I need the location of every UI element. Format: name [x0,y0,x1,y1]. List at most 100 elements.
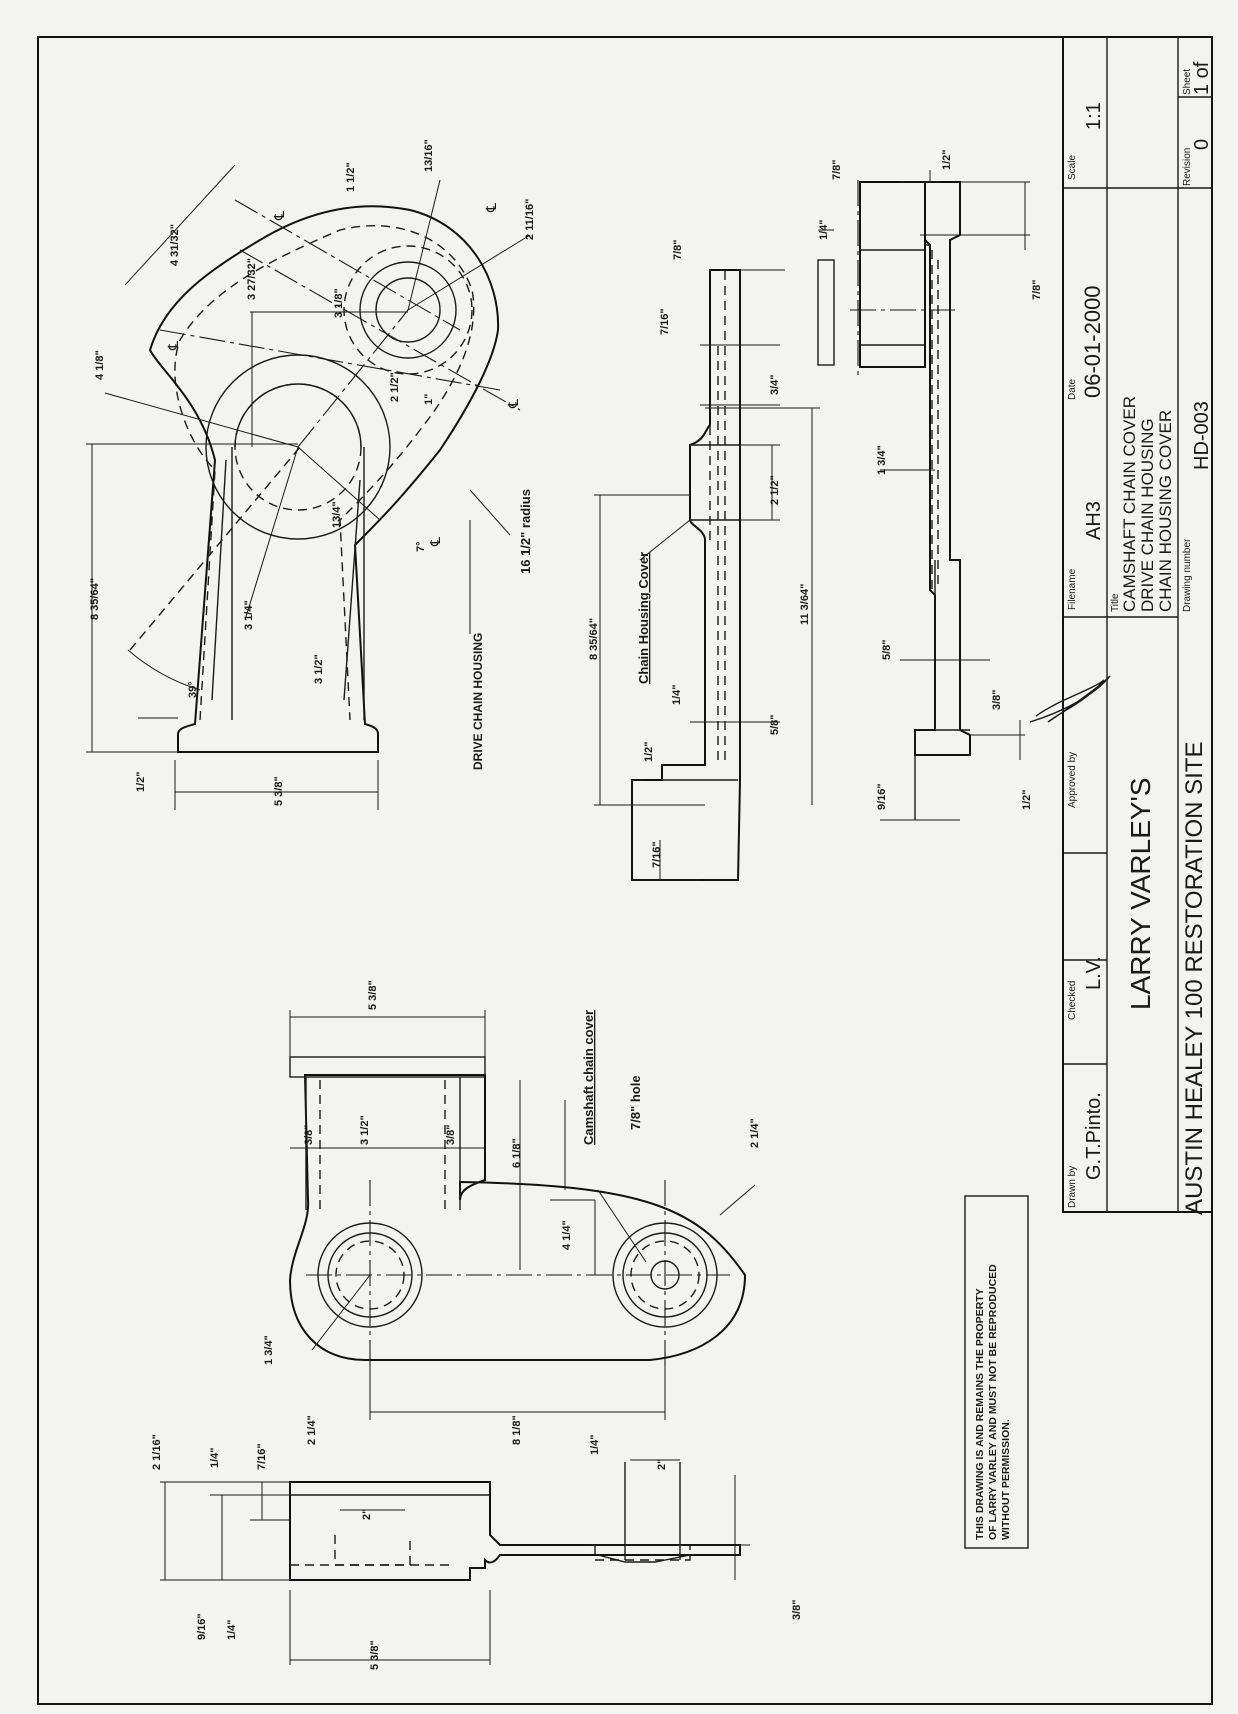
dim-1-2-d: 1/2" [1021,789,1033,810]
dim-39: 39° [187,681,199,698]
sheet-label: Sheet [1182,69,1193,95]
dim-1-2-left: 1/2" [135,771,147,792]
revision-label: Revision [1182,148,1193,186]
chain-housing-cover-view: 7/8" 7/16" 3/4" 2 1/2" 11 3/64" 8 35/64"… [588,239,820,881]
drawn-by-value: G.T.Pinto. [1083,1092,1105,1180]
dim-1-3-4-b: 1 3/4" [263,1335,275,1365]
dim-5-8-a: 5/8" [769,714,781,735]
dim-6-1-8: 6 1/8" [511,1138,523,1168]
owner-name: LARRY VARLEY'S [1125,777,1156,1010]
dim-7-16-b: 7/16" [651,841,663,868]
filename-value: AH3 [1083,501,1105,540]
notice-line-1: THIS DRAWING IS AND REMAINS THE PROPERTY [974,1288,986,1540]
title-label: Title [1110,593,1121,612]
label-chain-housing-cover: Chain Housing Cover [636,552,651,684]
dim-1-1-2: 1 1/2" [345,162,357,192]
camshaft-chain-cover-view: 5 3/8" 3/8" 3 1/2" 3/8" 6 1/8" 4 1/4" 2 … [263,980,761,1445]
dim-3-1-4: 3 1/4" [243,600,255,630]
scale-value: 1:1 [1083,102,1105,130]
dim-3-1-2: 3 1/2" [313,654,325,684]
dim-7-16-c: 7/16" [256,1443,268,1470]
drawing-number-label: Drawing number [1182,538,1193,612]
dim-1-4-e: 1/4" [589,1434,601,1455]
dim-8-35-64: 8 35/64" [89,578,101,620]
dim-2-a: 2" [361,1509,373,1520]
centerline-mark-1: ℄ [165,341,181,351]
dim-8-35-64-b: 8 35/64" [588,618,600,660]
centerline-mark-3: ℄ [483,203,499,213]
approved-label: Approved by [1067,752,1078,808]
dim-4-1-4: 4 1/4" [561,1220,573,1250]
title-line-2: DRIVE CHAIN HOUSING [1138,418,1157,612]
dim-3-1-8: 3 1/8" [333,288,345,318]
scale-label: Scale [1067,155,1078,180]
dim-3-1-2-b: 3 1/2" [359,1115,371,1145]
checked-label: Checked [1067,981,1078,1020]
filename-label: Filename [1067,568,1078,610]
dim-3-4: 3/4" [769,374,781,395]
dim-5-3-8-c: 5 3/8" [369,1640,381,1670]
date-value: 06-01-2000 [1080,285,1105,398]
label-radius: 16 1/2" radius [518,489,533,574]
notice-line-3: WITHOUT PERMISSION. [1000,1419,1012,1540]
dim-11-3-64: 11 3/64" [799,584,811,625]
dim-3-8-a: 3/8" [991,689,1003,710]
notice-line-2: OF LARRY VARLEY AND MUST NOT BE REPRODUC… [987,1264,999,1540]
dim-2-1-4-a: 2 1/4" [749,1118,761,1148]
dim-1-3-4: 1 3/4" [876,445,888,475]
dim-1-4-b: 1/4" [818,219,830,240]
dim-3-8-b: 3/8" [303,1124,315,1145]
dim-1-2-c: 1/2" [941,149,953,170]
dim-1-4-c: 1/4" [209,1447,221,1468]
dim-13-16: 13/16" [423,139,435,172]
centerline-mark-5: ℄ [427,537,443,547]
title-block: Scale 1:1 Date 06-01-2000 Filename AH3 A… [1029,36,1213,1215]
date-label: Date [1067,378,1078,400]
dim-5-3-8-top: 5 3/8" [273,776,285,806]
drawing-number-value: HD-003 [1191,401,1213,470]
revision-value: 0 [1191,139,1213,150]
title-line-3: CHAIN HOUSING COVER [1156,410,1175,612]
dim-7-8-a: 7/8" [672,239,684,260]
dim-3-8-d: 3/8" [791,1599,803,1620]
label-drive-chain-housing: DRIVE CHAIN HOUSING [471,633,485,770]
approval-signature [1029,675,1111,723]
drawn-by-label: Drawn by [1067,1166,1078,1208]
dim-1-4-d: 1/4" [226,1619,238,1640]
label-hole: 7/8" hole [628,1075,643,1130]
dim-9-16-b: 9/16" [196,1613,208,1640]
dim-1: 1" [423,394,435,405]
dim-1-4-a: 1/4" [671,684,683,705]
dim-2-b: 2" [656,1459,668,1470]
dim-4-1-8: 4 1/8" [94,350,106,380]
dim-8-1-8: 8 1/8" [511,1415,523,1445]
dim-7: 7° [415,541,427,552]
camshaft-chain-cover-side-view: 2 1/16" 1/4" 7/16" 2" 9/16" 1/4" 5 3/8" … [151,1434,803,1670]
sheet-value: 1 of [1191,61,1213,95]
dim-2-1-2: 2 1/2" [389,372,401,402]
checked-value: L.V. [1083,956,1105,990]
dim-2-1-16: 2 1/16" [151,1434,163,1470]
dim-4-31-32: 4 31/32" [169,224,181,266]
dim-9-16: 9/16" [876,783,888,810]
notice-box: THIS DRAWING IS AND REMAINS THE PROPERTY… [964,1195,1029,1549]
dim-1-2-b: 1/2" [643,741,655,762]
dim-3-27-32: 3 27/32" [246,258,258,300]
drive-chain-housing-side-view: 7/8" 1/4" 1/2" 7/8" 1 3/4" 5/8" 3/8" 9/1… [817,149,1043,821]
dim-5-3-8-b: 5 3/8" [367,980,379,1010]
dim-7-16-a: 7/16" [659,308,671,335]
dim-7-8-c: 7/8" [1031,279,1043,300]
dim-2-11-16: 2 11/16" [524,199,536,240]
drive-chain-housing-view: 4 31/32" 3 27/32" 4 1/8" 1 1/2" 13/16" 2… [86,139,536,810]
dim-2-1-4-b: 2 1/4" [306,1415,318,1445]
dim-7-8-b: 7/8" [831,159,843,180]
dim-3-8-c: 3/8" [445,1124,457,1145]
centerline-mark-2: ℄ [271,211,287,221]
centerline-mark-4: ℄ [505,399,521,409]
dim-5-8-b: 5/8" [881,639,893,660]
site-name: AUSTIN HEALEY 100 RESTORATION SITE [1181,742,1208,1215]
dim-13-4: 13/4" [331,501,343,528]
title-line-1: CAMSHAFT CHAIN COVER [1120,396,1139,612]
dim-2-1-2-b: 2 1/2" [769,475,781,505]
